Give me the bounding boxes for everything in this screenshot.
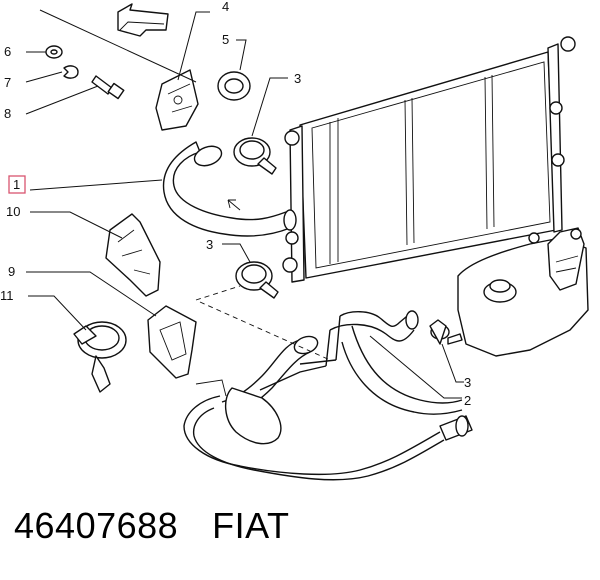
direction-arrow-icon bbox=[117, 3, 169, 37]
callout-1: 1 bbox=[13, 177, 20, 192]
bolt bbox=[91, 75, 125, 100]
hose-clamp-upper bbox=[233, 137, 277, 175]
rubber-grommet bbox=[217, 71, 251, 101]
callout-8: 8 bbox=[4, 106, 11, 121]
callout-1-highlight-box bbox=[8, 175, 26, 194]
callout-3-middle: 3 bbox=[206, 237, 213, 252]
support-clip bbox=[147, 305, 197, 379]
callout-7: 7 bbox=[4, 75, 11, 90]
callout-11: 11 bbox=[0, 288, 14, 303]
leader-lines bbox=[25, 9, 464, 399]
washer bbox=[45, 45, 63, 59]
lock-washer bbox=[63, 65, 79, 79]
upper-hose bbox=[162, 141, 297, 237]
expansion-tank bbox=[447, 227, 589, 357]
lower-hose bbox=[183, 310, 473, 481]
callout-3-right: 3 bbox=[464, 375, 471, 390]
callout-10: 10 bbox=[6, 204, 20, 219]
mounting-bracket bbox=[155, 69, 199, 131]
hose-bracket bbox=[105, 213, 161, 297]
spring-clamp bbox=[73, 321, 127, 393]
callout-2: 2 bbox=[464, 393, 471, 408]
radiator bbox=[282, 36, 576, 283]
dashed-guide-line-upper bbox=[195, 285, 241, 301]
callout-5: 5 bbox=[222, 32, 229, 47]
callout-6: 6 bbox=[4, 44, 11, 59]
hose-clamp-small bbox=[429, 319, 450, 345]
dashed-guide-line-lower bbox=[199, 301, 331, 361]
part-number-line: 46407688 FIAT bbox=[14, 505, 290, 565]
brand-name: FIAT bbox=[212, 505, 290, 546]
callout-3-top: 3 bbox=[294, 71, 301, 86]
hose-clamp-lower bbox=[235, 261, 279, 299]
callout-4: 4 bbox=[222, 0, 229, 14]
callout-9: 9 bbox=[8, 264, 15, 279]
part-number: 46407688 bbox=[14, 505, 179, 546]
